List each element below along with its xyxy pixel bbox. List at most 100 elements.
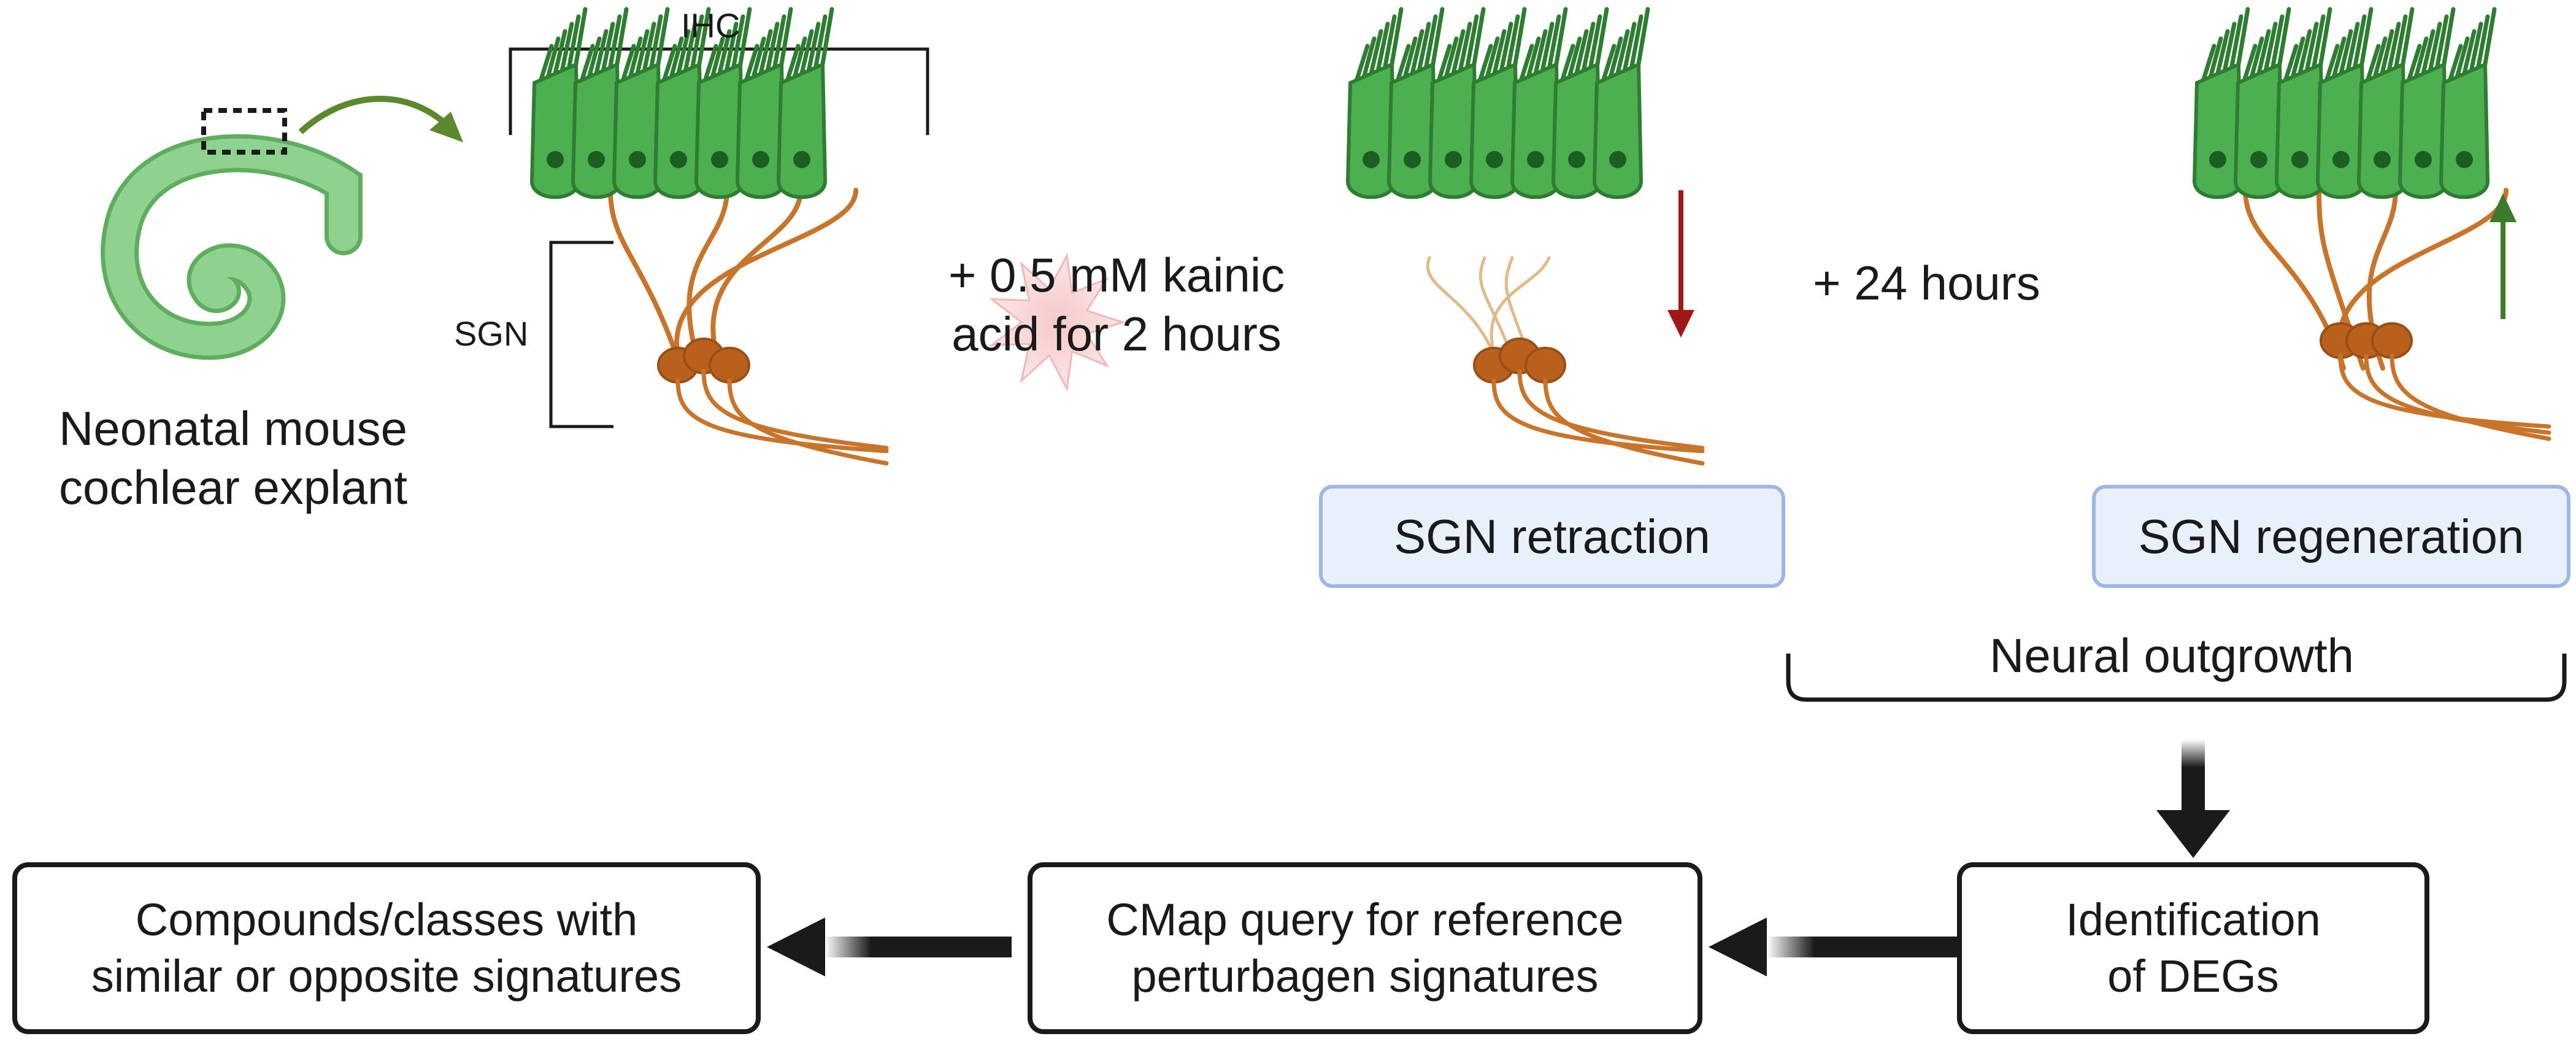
flow-arrow-down-head xyxy=(2156,810,2230,858)
burst-icon xyxy=(989,252,1126,392)
hair-cell-nucleus xyxy=(1486,151,1503,168)
hair-cell-nucleus xyxy=(2415,151,2432,168)
recovery-label: + 24 hours xyxy=(1813,256,2040,310)
hair-cell-icon xyxy=(1428,7,1486,199)
curved-arrow-shaft xyxy=(298,96,450,134)
treatment-label-line2: acid for 2 hours xyxy=(952,307,1282,361)
sgn-bracket xyxy=(549,241,613,428)
hair-cell-nucleus xyxy=(588,151,605,168)
retraction-badge: SGN retraction xyxy=(1319,485,1785,588)
cmap-box-line1: CMap query for reference xyxy=(1106,894,1624,945)
retracted-neurite xyxy=(1426,256,1499,364)
neuron-soma xyxy=(2371,322,2413,359)
neurite xyxy=(674,188,858,371)
hair-cell-body xyxy=(2439,61,2490,199)
hair-cell-nucleus xyxy=(2209,151,2226,168)
axon xyxy=(727,378,889,466)
explant-label-line1: Neonatal mouse xyxy=(58,401,407,455)
hair-cell-body xyxy=(1592,61,1644,199)
hair-cell-nucleus xyxy=(793,151,810,168)
arrow-down-icon xyxy=(1667,310,1694,338)
hair-cell-nucleus xyxy=(1527,151,1544,168)
hair-cell-icon xyxy=(1345,7,1404,199)
curved-arrow-head xyxy=(429,112,463,142)
compounds-box-line2: similar or opposite signatures xyxy=(91,951,682,1002)
ihc-label: IHC xyxy=(681,6,740,45)
hair-cell-icon xyxy=(735,7,793,199)
hair-cell-nucleus xyxy=(2456,151,2473,168)
axon xyxy=(2390,354,2551,441)
hair-cell-icon xyxy=(1592,7,1650,199)
flow-arrow-down-shaft xyxy=(2182,740,2205,819)
hair-cell-icon xyxy=(2397,7,2456,199)
axon xyxy=(1543,378,1705,466)
cmap-box-line2: perturbagen signatures xyxy=(1131,951,1599,1002)
treatment-label: + 0.5 mM kainic acid for 2 hours xyxy=(920,245,1313,363)
neuron-icon xyxy=(608,188,889,466)
neurite xyxy=(686,188,729,371)
compounds-box-line1: Compounds/classes with xyxy=(135,894,638,945)
retracted-neuron-icon xyxy=(1426,256,1705,466)
regenerated-neuron-icon xyxy=(2243,188,2551,441)
hair-cell-icon xyxy=(1510,7,1568,199)
hair-cell-icon xyxy=(571,7,629,199)
flow-arrow-2-head xyxy=(767,918,825,976)
hair-cell-nucleus xyxy=(2291,151,2309,168)
cochlea-spiral xyxy=(105,138,358,356)
axon xyxy=(701,369,889,450)
hair-cell-nucleus xyxy=(2374,151,2391,168)
degs-box-line2: of DEGs xyxy=(2107,951,2279,1002)
hair-cell-icon xyxy=(1551,7,1609,199)
hair-cell-nucleus xyxy=(547,151,564,168)
explant-label: Neonatal mouse cochlear explant xyxy=(12,399,454,517)
axon xyxy=(675,378,889,454)
flow-arrow-icon xyxy=(767,740,2230,976)
hair-cell-body xyxy=(776,61,828,199)
hair-cell-nucleus xyxy=(1363,151,1380,168)
neurite xyxy=(608,188,683,371)
degs-box-line1: Identification xyxy=(2066,894,2321,945)
degs-box: Identification of DEGs xyxy=(1957,862,2429,1034)
explant-label-line2: cochlear explant xyxy=(58,460,407,514)
hair-cell-nucleus xyxy=(1609,151,1626,168)
hair-cell-nucleus xyxy=(711,151,728,168)
hair-cell-icon xyxy=(2315,7,2374,199)
axon xyxy=(1517,369,1705,450)
hair-cell-icon xyxy=(2274,7,2332,199)
hair-cell-nucleus xyxy=(2250,151,2267,168)
hair-cell-icon xyxy=(2192,7,2250,199)
neurite xyxy=(710,188,803,371)
hair-cell-nucleus xyxy=(670,151,687,168)
axon xyxy=(1491,378,1705,454)
hair-cell-nucleus xyxy=(1568,151,1585,168)
neuron-soma xyxy=(1524,347,1566,384)
hair-cell-nucleus xyxy=(629,151,646,168)
axon xyxy=(2338,354,2551,429)
compounds-box: Compounds/classes with similar or opposi… xyxy=(12,862,761,1034)
trend-arrows xyxy=(1667,190,2516,338)
cmap-box: CMap query for reference perturbagen sig… xyxy=(1028,862,1702,1034)
neuron-soma xyxy=(709,347,750,384)
outgrowth-brace-line xyxy=(1786,654,2567,702)
hair-cell-icon xyxy=(1386,7,1445,199)
sgn-label: SGN xyxy=(454,314,529,353)
hair-cell-icon xyxy=(694,7,752,199)
hair-cell-row xyxy=(529,7,834,199)
hair-cell-row-retraction xyxy=(1345,7,1650,199)
hair-cell-icon xyxy=(612,7,670,199)
outgrowth-brace xyxy=(1786,654,2567,702)
retracted-neurite xyxy=(1490,256,1551,364)
hair-cell-icon xyxy=(2356,7,2415,199)
selection-box xyxy=(201,108,287,155)
hair-cell-nucleus xyxy=(1445,151,1462,168)
outgrowth-label: Neural outgrowth xyxy=(1990,628,2354,682)
treatment-label-line1: + 0.5 mM kainic xyxy=(948,248,1285,302)
regeneration-badge: SGN regeneration xyxy=(2092,485,2570,588)
burst-shape xyxy=(989,252,1126,392)
hair-cell-icon xyxy=(2233,7,2291,199)
flow-arrow-1-head xyxy=(1709,918,1767,976)
cochlea-icon xyxy=(101,108,363,360)
curved-arrow-icon xyxy=(298,96,463,142)
